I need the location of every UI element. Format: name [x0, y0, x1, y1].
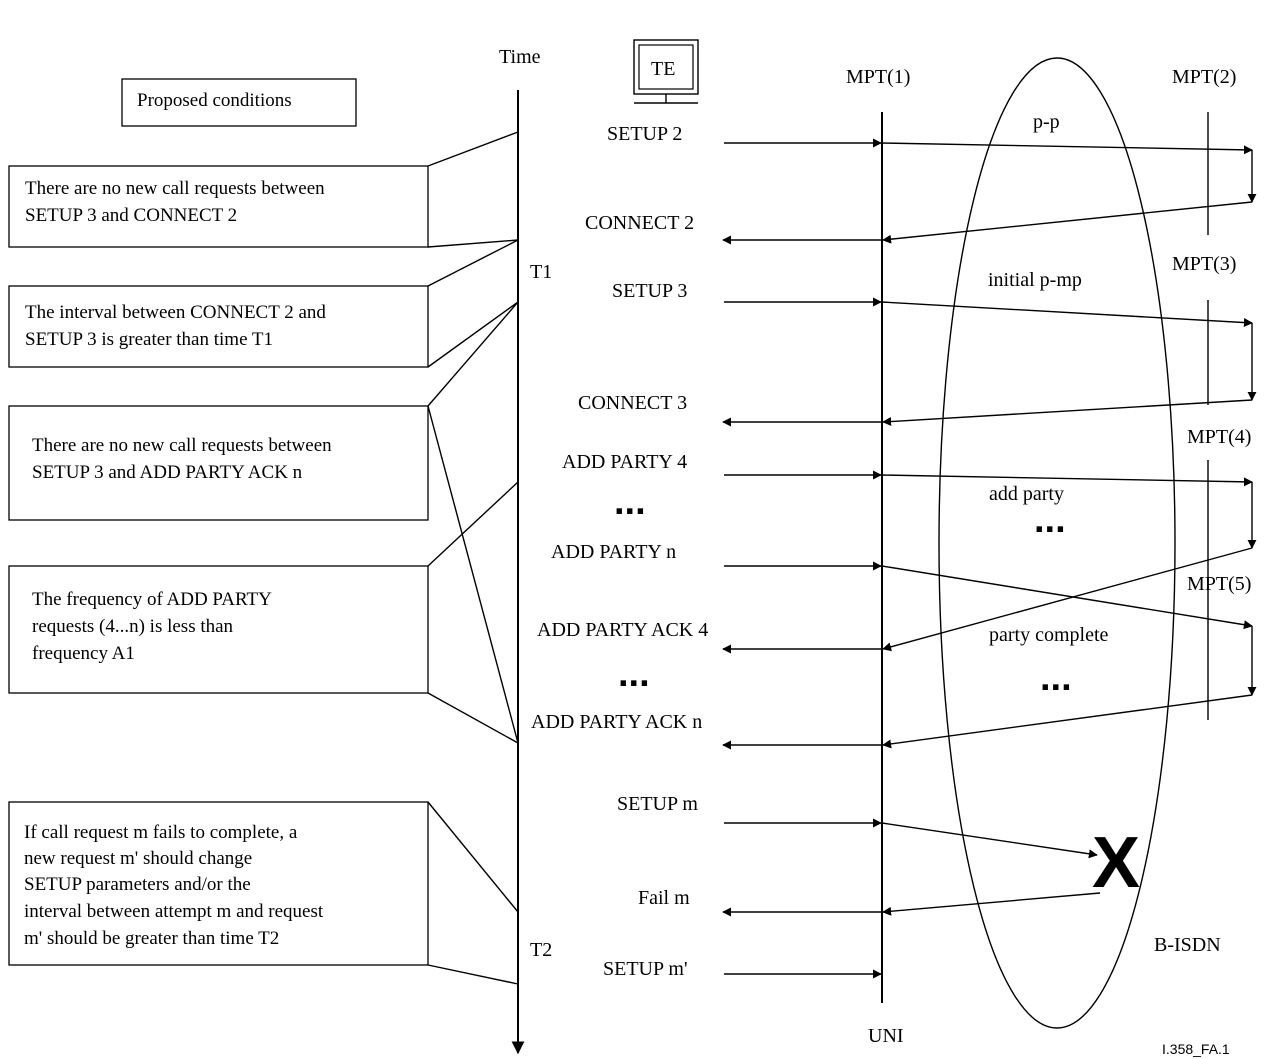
condition-box-1: There are no new call requests between S…: [8, 165, 429, 248]
mpt4-label: MPT(4): [1187, 426, 1251, 448]
proposed-conditions-box: [121, 78, 357, 127]
bisdn-label: B-ISDN: [1154, 934, 1221, 956]
condition-4-line-3: frequency A1: [32, 643, 135, 664]
ellipsis-left-2: ...: [618, 653, 650, 695]
condition-1-line-1: There are no new call requests between: [25, 178, 325, 199]
ellipsis-left-1: ...: [614, 481, 646, 523]
arrow-addparty4-net: [881, 474, 1253, 487]
bisdn-network-ellipse: [938, 57, 1176, 1029]
t2-label: T2: [530, 939, 552, 961]
uni-label: UNI: [868, 1025, 904, 1047]
msg-failm: Fail m: [638, 887, 690, 909]
proposed-conditions-label: Proposed conditions: [137, 90, 292, 111]
t1-label: T1: [530, 261, 552, 283]
msg-addpartyackn: ADD PARTY ACK n: [531, 711, 702, 733]
msg-connect3: CONNECT 3: [578, 392, 687, 414]
condition-5-line-2: new request m' should change: [24, 848, 252, 869]
ellipsis-right-1: ...: [1034, 499, 1066, 541]
msg-connect2: CONNECT 2: [585, 212, 694, 234]
mpt2-label: MPT(2): [1172, 66, 1236, 88]
msg-addpartyn: ADD PARTY n: [551, 541, 676, 563]
arrow-connect3-net: [882, 399, 1253, 427]
msg-setupmprime: SETUP m': [603, 958, 688, 980]
condition-5-line-1: If call request m fails to complete, a: [24, 822, 298, 843]
te-label: TE: [651, 58, 675, 80]
condition-3-line-2: SETUP 3 and ADD PARTY ACK n: [32, 462, 303, 483]
arrow-failm-net: [882, 892, 1101, 916]
arrow-connect2-net: [882, 201, 1253, 244]
condition-connectors: [427, 131, 519, 985]
arrow-setup3-net: [881, 301, 1253, 328]
msg-setupm: SETUP m: [617, 793, 698, 815]
mpt1-label: MPT(1): [846, 66, 910, 88]
condition-5-line-4: interval between attempt m and request: [24, 901, 324, 922]
condition-4-line-2: requests (4...n) is less than: [32, 616, 234, 637]
condition-5-line-3: SETUP parameters and/or the: [24, 874, 251, 895]
add-party-label: add party: [989, 483, 1064, 505]
failure-x-mark: X: [1092, 823, 1140, 903]
mpt3-label: MPT(3): [1172, 253, 1236, 275]
initial-pmp-label: initial p-mp: [988, 269, 1082, 291]
msg-setup2: SETUP 2: [607, 123, 682, 145]
msg-addparty4: ADD PARTY 4: [562, 451, 687, 473]
condition-box-3: There are no new call requests between S…: [8, 405, 429, 521]
arrow-setupm-net: [881, 822, 1098, 859]
msg-setup3: SETUP 3: [612, 280, 687, 302]
condition-4-line-1: The frequency of ADD PARTY: [32, 589, 272, 610]
arrow-addpartyack4-net: [882, 547, 1253, 652]
arrow-setup2-net: [881, 142, 1253, 155]
condition-2-line-1: The interval between CONNECT 2 and: [25, 302, 326, 323]
condition-box-2: The interval between CONNECT 2 and SETUP…: [8, 285, 429, 368]
condition-box-4: The frequency of ADD PARTY requests (4..…: [8, 565, 429, 694]
msg-addpartyack4: ADD PARTY ACK 4: [537, 619, 708, 641]
time-axis-label: Time: [499, 46, 541, 68]
condition-box-5: If call request m fails to complete, a n…: [8, 801, 429, 966]
condition-1-line-2: SETUP 3 and CONNECT 2: [25, 205, 237, 226]
terminal-equipment-icon: TE: [633, 39, 699, 104]
condition-5-line-5: m' should be greater than time T2: [24, 928, 279, 949]
pp-label: p-p: [1033, 111, 1060, 133]
mpt5-label: MPT(5): [1187, 573, 1251, 595]
figure-id: I.358_FA.1: [1162, 1041, 1230, 1057]
party-complete-label: party complete: [989, 624, 1109, 646]
arrow-addpartyackn-net: [882, 694, 1253, 749]
condition-2-line-2: SETUP 3 is greater than time T1: [25, 329, 273, 350]
arrow-addpartyn-net: [881, 565, 1253, 630]
ellipsis-right-2: ...: [1040, 657, 1072, 699]
condition-3-line-1: There are no new call requests between: [32, 435, 332, 456]
